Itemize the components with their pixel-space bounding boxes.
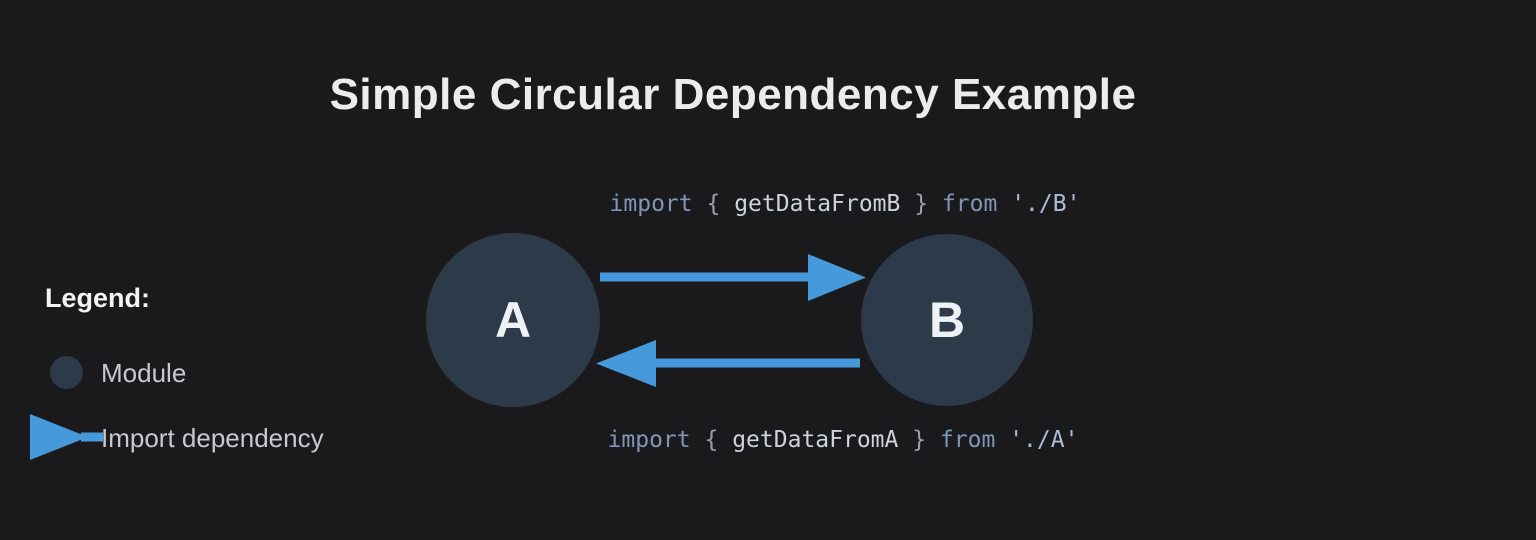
code-keyword: from bbox=[939, 427, 996, 453]
code-keyword: from bbox=[941, 191, 998, 217]
code-module-path: './B' bbox=[1011, 191, 1081, 217]
module-node-b-label: B bbox=[928, 292, 966, 348]
legend-module-label: Module bbox=[101, 358, 187, 388]
code-brace: { bbox=[706, 191, 721, 217]
arrow-b-to-a-icon bbox=[596, 340, 860, 387]
code-brace: } bbox=[912, 427, 927, 453]
module-node-a-label: A bbox=[494, 292, 532, 348]
module-swatch-icon bbox=[50, 356, 83, 389]
module-node-b: B bbox=[861, 234, 1033, 406]
code-identifier: getDataFromB bbox=[734, 191, 901, 217]
code-brace: { bbox=[704, 427, 719, 453]
import-statement-b-from-a: import { getDataFromA } from './A' bbox=[608, 427, 1079, 453]
legend-import-label: Import dependency bbox=[101, 423, 324, 453]
import-statement-a-from-b: import { getDataFromB } from './B' bbox=[610, 191, 1081, 217]
code-module-path: './A' bbox=[1009, 427, 1079, 453]
import-arrow-icon bbox=[30, 414, 103, 460]
page-title: Simple Circular Dependency Example bbox=[329, 70, 1137, 119]
legend-heading: Legend: bbox=[45, 283, 150, 313]
code-brace: } bbox=[914, 191, 929, 217]
arrow-a-to-b-icon bbox=[600, 254, 866, 301]
code-keyword: import bbox=[609, 191, 693, 217]
code-identifier: getDataFromA bbox=[732, 427, 899, 453]
module-node-a: A bbox=[426, 233, 600, 407]
code-keyword: import bbox=[607, 427, 691, 453]
